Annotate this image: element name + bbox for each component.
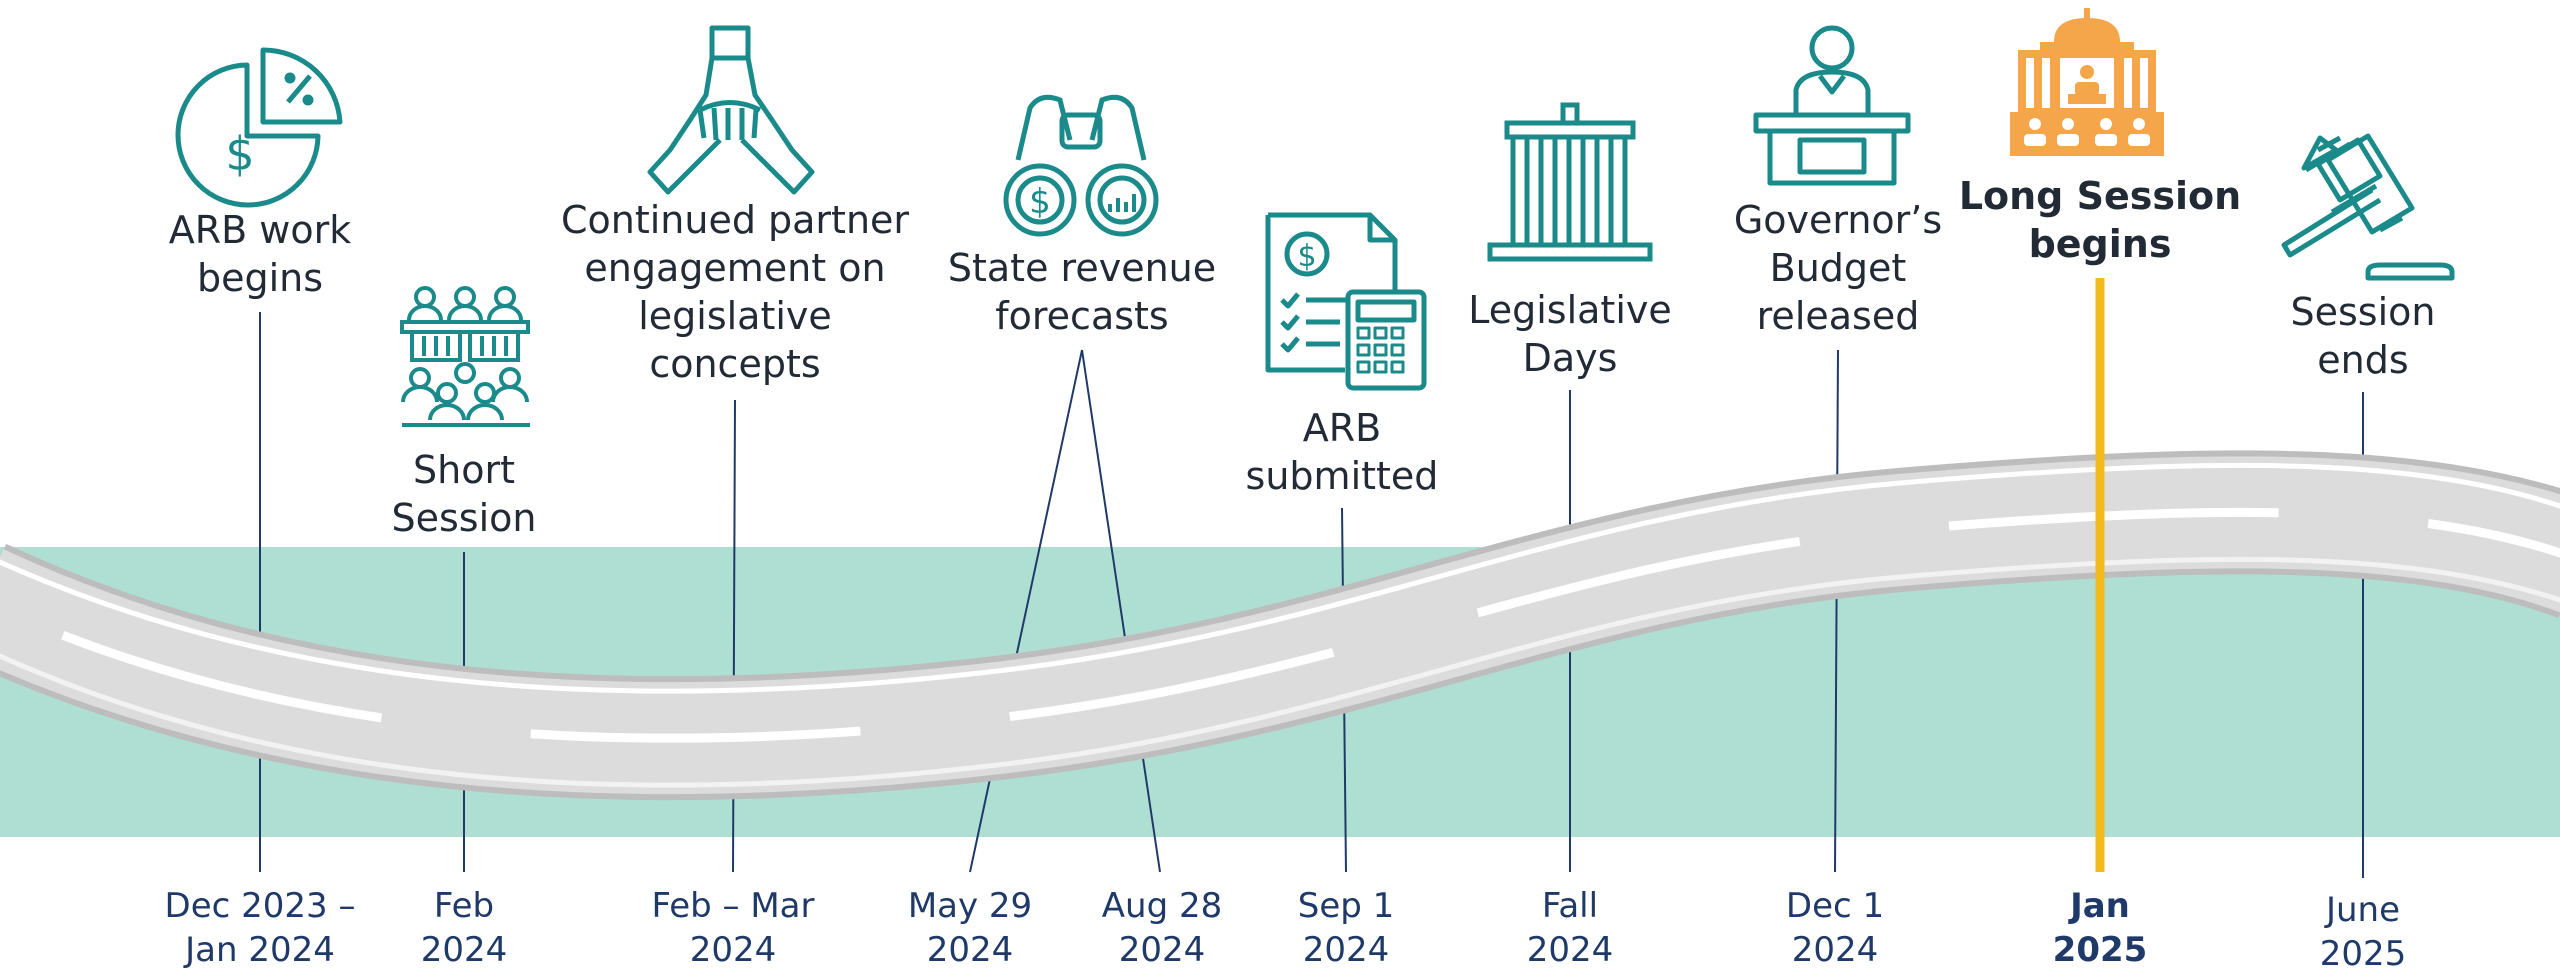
label-line: Short <box>413 448 515 492</box>
svg-text:$: $ <box>1029 182 1051 222</box>
date-arb-work: Dec 2023 – Jan 2024 <box>165 884 356 972</box>
label-session-ends: Session ends <box>2291 288 2436 384</box>
date-legislative-days: Fall 2024 <box>1527 884 1614 972</box>
label-arb-work: ARB work begins <box>169 206 352 302</box>
label-line: Session <box>391 496 537 540</box>
date-line: May 29 <box>907 886 1033 926</box>
date-line: Feb <box>433 886 495 926</box>
label-line: Session <box>2290 290 2436 334</box>
label-line: engagement on <box>584 246 886 290</box>
label-line: Long Session <box>1958 174 2242 218</box>
label-line: begins <box>196 256 324 300</box>
legislature-people-icon <box>400 286 530 427</box>
pie-chart-dollar-icon: $ <box>175 47 343 208</box>
label-line: legislative <box>638 294 832 338</box>
date-line: 2025 <box>2052 930 2148 970</box>
label-long-session: Long Session begins <box>1959 172 2241 268</box>
date-session-ends: June 2025 <box>2320 888 2407 976</box>
label-governors-budget: Governor’s Budget released <box>1734 196 1942 340</box>
label-line: released <box>1756 294 1920 338</box>
road-edge-line-bottom <box>0 556 2560 788</box>
date-line: Feb – Mar <box>651 886 815 926</box>
date-line: 2024 <box>926 930 1014 970</box>
date-line: Jan <box>2070 886 2130 926</box>
label-line: ARB work <box>168 208 352 252</box>
label-line: submitted <box>1245 454 1439 498</box>
date-line: Dec 2023 – <box>164 886 356 926</box>
label-line: ends <box>2317 338 2409 382</box>
date-line: Dec 1 <box>1785 886 1885 926</box>
label-legislative-days: Legislative Days <box>1468 286 1672 382</box>
capitol-columns-icon <box>1487 102 1653 262</box>
connector-line-governors-budget <box>1834 349 1839 873</box>
label-line: Legislative <box>1468 288 1672 332</box>
capitol-assembly-speaker <box>2068 65 2106 104</box>
label-line: forecasts <box>995 294 1169 338</box>
gavel-head <box>2304 137 2383 215</box>
svg-text:$: $ <box>1297 239 1316 274</box>
label-line: begins <box>2028 222 2172 266</box>
connector-line-forecast-b <box>1081 349 1161 873</box>
date-line: 2024 <box>1118 930 1206 970</box>
label-line: ARB <box>1302 406 1382 450</box>
connector-line-forecast-a <box>969 349 1083 873</box>
label-partner-engagement: Continued partner engagement on legislat… <box>561 196 909 388</box>
date-short-session: Feb 2024 <box>421 884 508 972</box>
date-line: Sep 1 <box>1297 886 1395 926</box>
date-line: 2024 <box>1526 930 1614 970</box>
date-line: 2024 <box>1791 930 1879 970</box>
label-line: Governor’s <box>1733 198 1943 242</box>
date-forecast-may: May 29 2024 <box>908 884 1032 972</box>
date-line: 2025 <box>2319 934 2407 974</box>
label-line: Days <box>1522 336 1618 380</box>
date-partner-engagement: Feb – Mar 2024 <box>652 884 815 972</box>
road-edge-line-top <box>0 462 2560 694</box>
date-line: 2024 <box>420 930 508 970</box>
road-center-dashes <box>0 507 2560 743</box>
binoculars-dollar-icon: $ <box>1003 94 1159 237</box>
speaker-podium-icon <box>1753 25 1911 186</box>
date-line: June <box>2325 890 2401 930</box>
date-governors-budget: Dec 1 2024 <box>1786 884 1884 972</box>
label-line: concepts <box>649 342 821 386</box>
label-line: State revenue <box>947 246 1217 290</box>
road <box>0 450 2560 801</box>
date-forecast-aug: Aug 28 2024 <box>1102 884 1222 972</box>
label-line: Budget <box>1769 246 1907 290</box>
date-arb-submitted: Sep 1 2024 <box>1298 884 1395 972</box>
document-calculator-icon: $ <box>1265 212 1427 391</box>
handshake-hands-icon <box>647 25 815 195</box>
date-long-session: Jan 2025 <box>2053 884 2148 972</box>
date-line: 2024 <box>689 930 777 970</box>
label-revenue-forecasts: State revenue forecasts <box>948 244 1216 340</box>
svg-text:$: $ <box>225 127 254 181</box>
label-line: Continued partner <box>560 198 910 242</box>
date-line: 2024 <box>1302 930 1390 970</box>
label-arb-submitted: ARB submitted <box>1246 404 1439 500</box>
date-line: Fall <box>1541 886 1599 926</box>
date-line: Jan 2024 <box>185 930 335 970</box>
label-short-session: Short Session <box>392 446 537 542</box>
date-line: Aug 28 <box>1101 886 1223 926</box>
